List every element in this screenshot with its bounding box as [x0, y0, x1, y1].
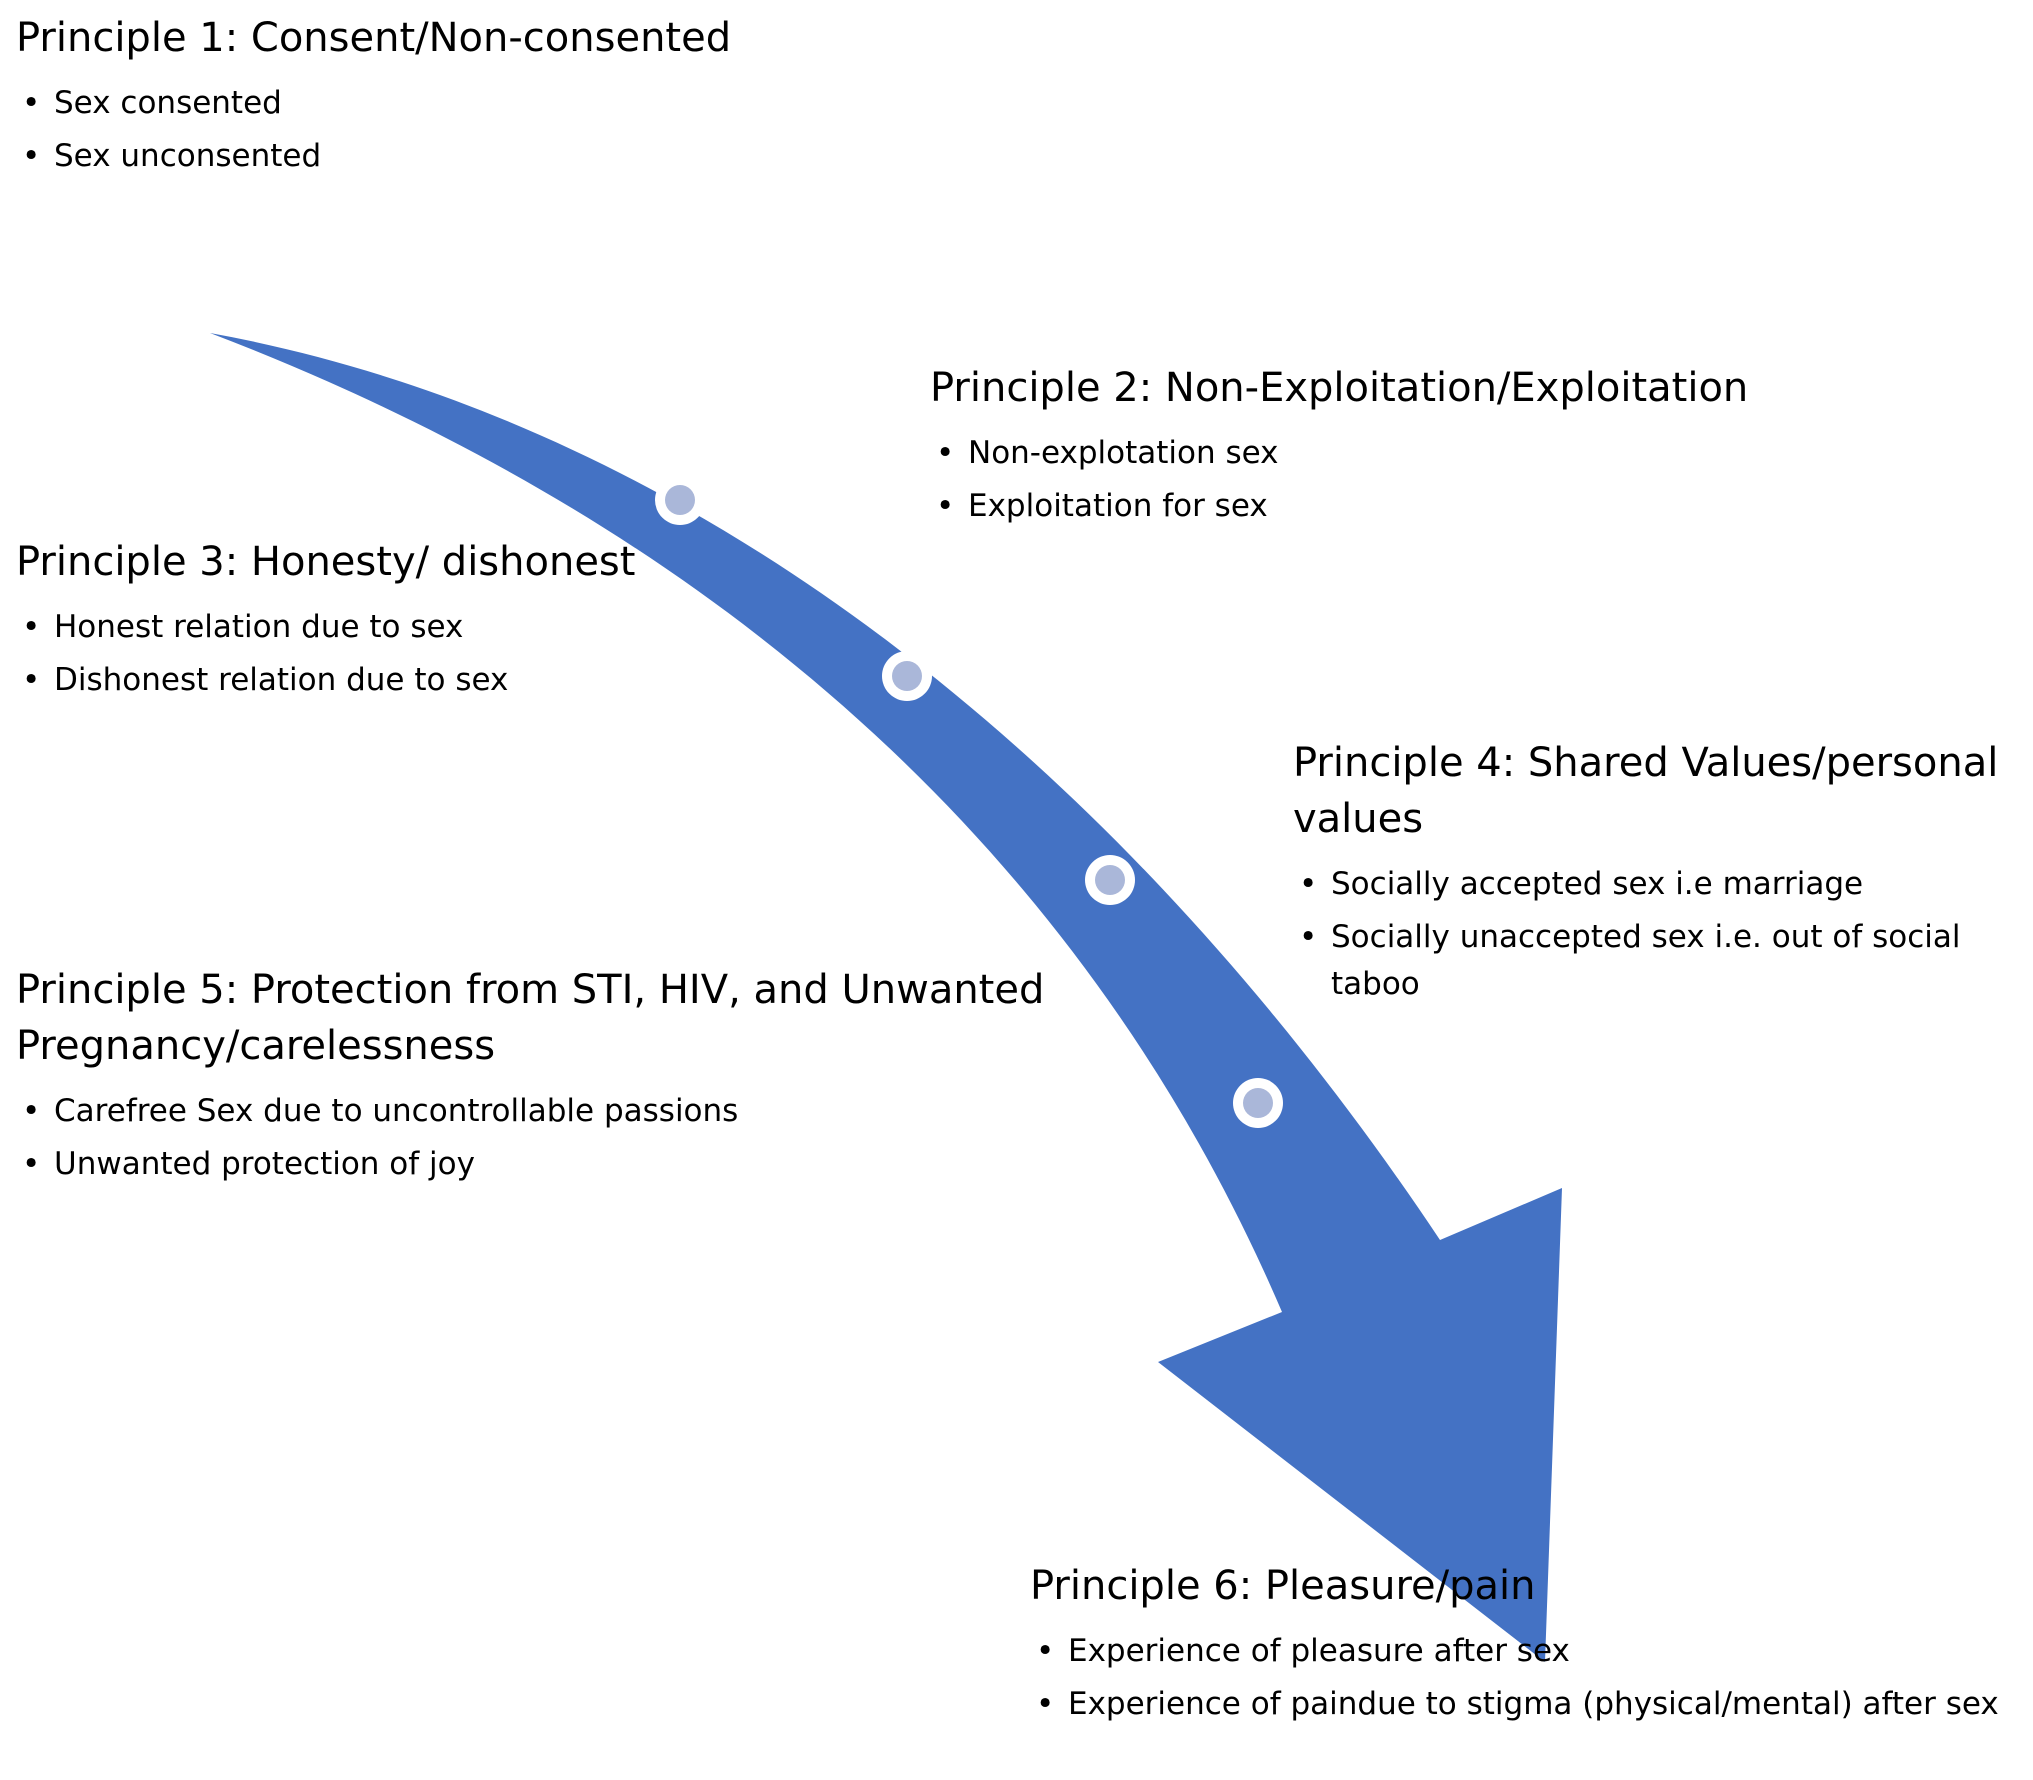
- list-item-text: Sex consented: [54, 85, 282, 121]
- principle-5-title: Principle 5: Protection from STI, HIV, a…: [16, 967, 1045, 1069]
- principle-1-list: • Sex consented • Sex unconsented: [16, 80, 1016, 180]
- bullet-icon: •: [22, 85, 41, 121]
- principle-1-block: Principle 1: Consent/Non-consented • Sex …: [16, 10, 1016, 186]
- list-item: • Honest relation due to sex: [16, 604, 916, 651]
- bullet-icon: •: [1299, 866, 1318, 902]
- bullet-icon: •: [936, 435, 955, 471]
- list-item-text: Sex unconsented: [54, 138, 322, 174]
- list-item: • Experience of pleasure after sex: [1030, 1628, 2030, 1675]
- principle-6-block: Principle 6: Pleasure/pain • Experience o…: [1030, 1558, 2030, 1734]
- principle-2-list: • Non-explotation sex • Exploitation for s…: [930, 430, 2010, 530]
- list-item-text: Exploitation for sex: [968, 488, 1268, 524]
- list-item-text: Socially accepted sex i.e marriage: [1331, 866, 1864, 902]
- list-item-text: Carefree Sex due to uncontrollable passi…: [54, 1093, 739, 1129]
- bullet-icon: •: [22, 1146, 41, 1182]
- principle-1-title: Principle 1: Consent/Non-consented: [16, 15, 732, 61]
- list-item: • Socially unaccepted sex i.e. out of soc…: [1293, 914, 2028, 1008]
- list-item: • Socially accepted sex i.e marriage: [1293, 861, 2028, 908]
- principle-2-block: Principle 2: Non-Exploitation/Exploitati…: [930, 360, 2010, 536]
- principle-4-block: Principle 4: Shared Values/personal valu…: [1293, 735, 2028, 1014]
- milestone-dot: [882, 651, 932, 701]
- bullet-icon: •: [1299, 919, 1318, 955]
- list-item: • Unwanted protection of joy: [16, 1141, 1156, 1188]
- list-item-text: Experience of pleasure after sex: [1068, 1633, 1570, 1669]
- list-item: • Carefree Sex due to uncontrollable pass…: [16, 1088, 1156, 1135]
- bullet-icon: •: [22, 138, 41, 174]
- list-item-text: Experience of paindue to stigma (physica…: [1068, 1686, 1999, 1722]
- list-item-text: Unwanted protection of joy: [54, 1146, 475, 1182]
- list-item-text: Socially unaccepted sex i.e. out of soci…: [1331, 919, 1961, 1002]
- list-item: • Sex unconsented: [16, 133, 1016, 180]
- list-item: • Dishonest relation due to sex: [16, 657, 916, 704]
- principle-3-title: Principle 3: Honesty/ dishonest: [16, 539, 636, 585]
- principle-3-block: Principle 3: Honesty/ dishonest • Honest …: [16, 534, 916, 710]
- list-item: • Non-explotation sex: [930, 430, 2010, 477]
- list-item: • Sex consented: [16, 80, 1016, 127]
- bullet-icon: •: [1036, 1633, 1055, 1669]
- bullet-icon: •: [936, 488, 955, 524]
- principle-5-block: Principle 5: Protection from STI, HIV, a…: [16, 962, 1156, 1194]
- list-item-text: Dishonest relation due to sex: [54, 662, 509, 698]
- list-item-text: Honest relation due to sex: [54, 609, 464, 645]
- principle-4-list: • Socially accepted sex i.e marriage • Soc…: [1293, 861, 2028, 1008]
- milestone-dot: [1085, 855, 1135, 905]
- principle-2-title: Principle 2: Non-Exploitation/Exploitati…: [930, 365, 1749, 411]
- milestone-dot: [1233, 1078, 1283, 1128]
- list-item: • Experience of paindue to stigma (physic…: [1030, 1681, 2030, 1728]
- list-item-text: Non-explotation sex: [968, 435, 1279, 471]
- bullet-icon: •: [22, 662, 41, 698]
- curved-arrow: [210, 333, 1562, 1662]
- bullet-icon: •: [1036, 1686, 1055, 1722]
- principle-6-list: • Experience of pleasure after sex • Exper…: [1030, 1628, 2030, 1728]
- principle-3-list: • Honest relation due to sex • Dishonest r…: [16, 604, 916, 704]
- principle-5-list: • Carefree Sex due to uncontrollable pass…: [16, 1088, 1156, 1188]
- milestone-dot: [655, 475, 705, 525]
- principle-4-title: Principle 4: Shared Values/personal valu…: [1293, 740, 1999, 842]
- bullet-icon: •: [22, 609, 41, 645]
- principle-6-title: Principle 6: Pleasure/pain: [1030, 1563, 1536, 1609]
- list-item: • Exploitation for sex: [930, 483, 2010, 530]
- bullet-icon: •: [22, 1093, 41, 1129]
